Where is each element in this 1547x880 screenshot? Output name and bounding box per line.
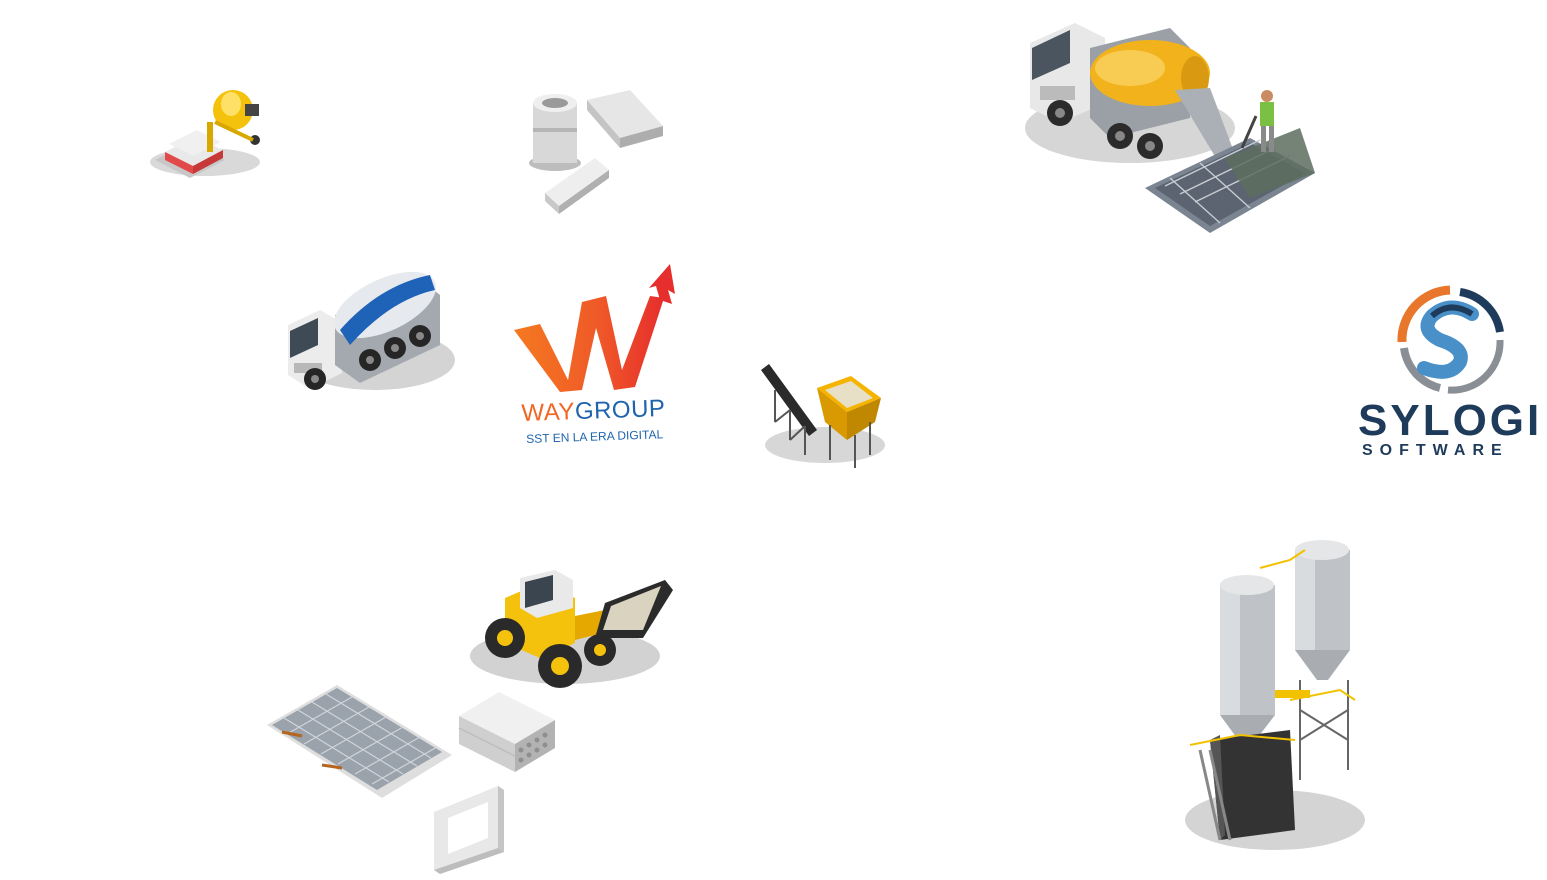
waygroup-name: WAYGROUP (521, 395, 666, 428)
rebar-mesh-icon (267, 685, 452, 798)
waygroup-name-way: WAY (521, 398, 576, 427)
sylogi-logo-icon (1397, 285, 1504, 394)
wheel-loader-icon (470, 570, 673, 688)
waygroup-logo (514, 264, 675, 392)
waygroup-w-mark (514, 296, 664, 392)
sylogi-name: SYLOGI (1358, 396, 1543, 445)
blue-mixer-truck-icon (288, 271, 455, 390)
precast-frame-icon (434, 786, 504, 874)
waygroup-name-group: GROUP (574, 394, 666, 426)
cement-silo-plant-icon (1185, 540, 1365, 850)
mixer-with-bags-icon (150, 90, 260, 178)
hollow-slabs-icon (458, 692, 555, 772)
mixer-truck-pouring-icon (1025, 23, 1315, 233)
sylogi-subtitle: SOFTWARE (1362, 442, 1509, 459)
waygroup-arrow-icon (649, 264, 675, 304)
concrete-pipe-parts-icon (529, 90, 663, 214)
conveyor-hopper-icon (761, 364, 885, 468)
